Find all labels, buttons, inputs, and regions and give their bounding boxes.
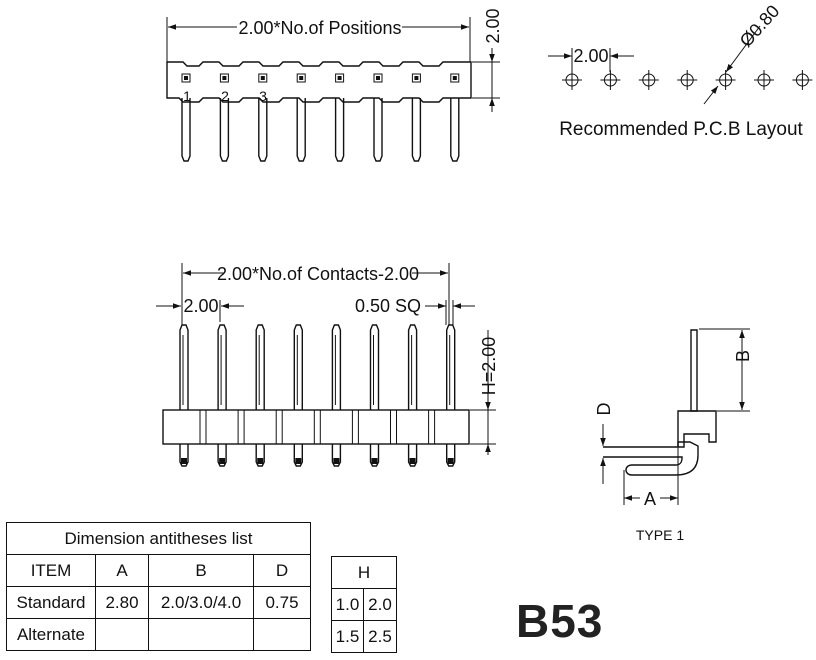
label-b: B	[733, 350, 753, 362]
pcb-hole	[754, 70, 774, 90]
h-table: H 1.0 2.0 1.5 2.5	[331, 556, 397, 653]
pcb-caption: Recommended P.C.B Layout	[559, 119, 803, 140]
front-pitch-label: 2.00	[183, 296, 218, 316]
pcb-hole	[600, 70, 621, 90]
front-pin	[369, 324, 397, 467]
pcb-hole	[638, 70, 659, 90]
label-d: D	[594, 403, 614, 416]
table-row: 1.0 2.0	[331, 588, 397, 621]
pcb-hole	[715, 70, 736, 90]
side-view: B D A TYPE 1	[594, 328, 753, 543]
row-standard-b: 2.0/3.0/4.0	[148, 586, 254, 619]
top-width-label: 2.00*No.of Positions	[238, 18, 401, 38]
header-b: B	[148, 554, 254, 587]
header-d: D	[253, 554, 311, 587]
pin-number-3: 3	[259, 88, 267, 104]
front-pin	[446, 324, 456, 467]
type-caption: TYPE 1	[636, 527, 684, 543]
h-value: 1.5	[331, 620, 364, 653]
row-alternate-a	[95, 618, 149, 651]
front-pin	[407, 324, 436, 467]
header-item: ITEM	[6, 554, 96, 587]
dimension-table: Dimension antitheses list ITEM A B D Sta…	[6, 522, 311, 651]
h-value: 1.0	[331, 588, 364, 621]
top-pin	[296, 73, 306, 162]
header-a: A	[95, 554, 149, 587]
table-row: Standard 2.80 2.0/3.0/4.0 0.75	[6, 586, 311, 619]
row-standard-item: Standard	[6, 586, 96, 619]
label-a: A	[644, 489, 656, 509]
part-number: B53	[516, 595, 604, 647]
top-pin	[411, 73, 422, 162]
row-alternate-item: Alternate	[6, 618, 96, 651]
top-pin	[373, 73, 383, 162]
row-alternate-b	[148, 618, 254, 651]
h-value: 2.5	[363, 620, 397, 653]
dimension-table-title: Dimension antitheses list	[6, 522, 311, 555]
h-value: 2.0	[363, 588, 397, 621]
front-pin	[331, 324, 359, 467]
front-height-label: H=2.00	[479, 337, 499, 396]
top-pin	[450, 73, 460, 162]
front-pin	[293, 324, 321, 467]
front-view: 2.00*No.of Contacts-2.00 2.00 0.50 SQ H=…	[156, 263, 499, 467]
row-standard-d: 0.75	[253, 586, 311, 619]
pin-size-label: 0.50 SQ	[355, 296, 421, 316]
top-pin	[219, 73, 230, 162]
h-table-header: H	[331, 556, 397, 589]
top-pins	[181, 73, 460, 162]
row-alternate-d	[253, 618, 311, 651]
pcb-hole	[562, 70, 582, 90]
top-pin	[258, 73, 268, 162]
front-pin	[179, 324, 207, 467]
top-pin	[181, 73, 191, 162]
front-width-label: 2.00*No.of Contacts-2.00	[217, 264, 419, 284]
pcb-hole	[677, 70, 698, 90]
front-pin	[255, 324, 283, 467]
front-pins	[179, 324, 456, 467]
pcb-holes	[562, 70, 813, 90]
table-row: Alternate	[6, 618, 311, 651]
pin-number-1: 1	[183, 88, 191, 104]
pcb-layout: 2.00 Ø0.80 Recommended P.C.B Layout	[548, 1, 813, 140]
top-pin	[334, 73, 345, 162]
top-view: 2.00*No.of Positions 1 2 3 2.00	[166, 8, 503, 162]
pin-number-2: 2	[221, 88, 229, 104]
row-standard-a: 2.80	[95, 586, 149, 619]
pcb-pitch-label: 2.00	[573, 46, 608, 66]
top-height-label: 2.00	[483, 8, 503, 43]
table-row: 1.5 2.5	[331, 620, 397, 653]
pcb-hole	[792, 70, 813, 90]
front-pin	[217, 324, 245, 467]
pcb-hole-label: Ø0.80	[736, 1, 784, 51]
